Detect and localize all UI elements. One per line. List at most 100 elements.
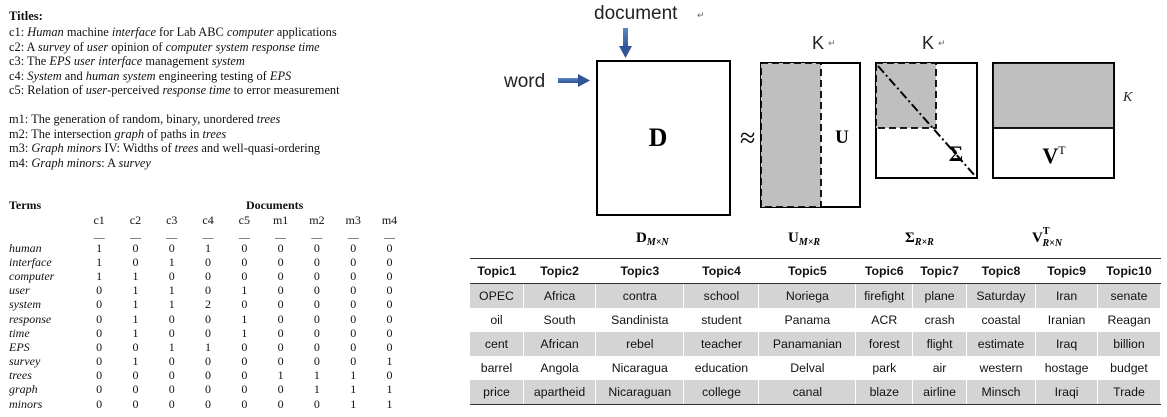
count-cell: 1 bbox=[96, 254, 103, 269]
count-cell: 0 bbox=[277, 297, 284, 312]
matrix-corner bbox=[9, 212, 81, 228]
title-id: c2: bbox=[9, 39, 25, 54]
count-cell: 0 bbox=[350, 240, 357, 255]
topic-word-cell: blaze bbox=[855, 380, 914, 405]
term-cell: EPS bbox=[9, 339, 30, 354]
doc-column-header: c4 bbox=[202, 212, 214, 227]
topic-word-cell: forest bbox=[855, 332, 914, 356]
title-text-part: The generation of random, binary, unorde… bbox=[28, 112, 257, 126]
count-cell: 0 bbox=[313, 354, 320, 369]
matrix-dash-row: __________________ bbox=[9, 228, 408, 241]
doc-column-header: c3 bbox=[166, 212, 178, 227]
count-cell: 0 bbox=[313, 297, 320, 312]
doc-column-header: c2 bbox=[129, 212, 142, 227]
count-cell: 0 bbox=[350, 283, 357, 298]
count-cell: 0 bbox=[386, 368, 393, 383]
topic-word-cell: Angola bbox=[523, 356, 597, 380]
topic-word-cell: Nicaraguan bbox=[595, 380, 685, 405]
count-cell: 0 bbox=[96, 368, 103, 383]
title-text-part: user bbox=[85, 83, 108, 97]
count-cell: 0 bbox=[132, 368, 139, 383]
title-text-part: user bbox=[86, 39, 109, 54]
count-cell: 1 bbox=[96, 240, 103, 255]
count-cell: 1 bbox=[241, 311, 248, 326]
caption-d: DM×N bbox=[636, 230, 669, 248]
topic-word-cell: air bbox=[912, 356, 967, 380]
sigma-matrix-label: Σ bbox=[949, 141, 963, 166]
topic-word-cell: African bbox=[523, 332, 597, 356]
count-cell: 0 bbox=[205, 354, 212, 369]
count-cell: 0 bbox=[132, 254, 139, 269]
count-cell: 0 bbox=[350, 297, 357, 312]
caption-u: UM×R bbox=[788, 230, 820, 248]
topic-word-cell: student bbox=[683, 308, 760, 332]
topic-word-cell: price bbox=[470, 380, 524, 405]
count-cell: 1 bbox=[241, 325, 248, 340]
count-cell: 0 bbox=[241, 240, 248, 255]
count-cell: 0 bbox=[277, 311, 284, 326]
caption-vt-sub: R×N bbox=[1042, 238, 1063, 249]
k-return-mark-2: ↵ bbox=[938, 38, 946, 48]
title-text-part: of bbox=[70, 39, 87, 54]
count-cell: 0 bbox=[386, 297, 393, 312]
count-cell: 0 bbox=[350, 339, 357, 354]
count-cell: 1 bbox=[96, 268, 103, 283]
topic-word-cell: OPEC bbox=[470, 283, 524, 308]
count-cell: 0 bbox=[96, 297, 103, 312]
topic-word-cell: estimate bbox=[966, 332, 1037, 356]
title-text-part: computer system response time bbox=[165, 39, 320, 54]
caption-u-base: U bbox=[788, 230, 799, 246]
count-cell: 0 bbox=[241, 268, 248, 283]
doc-column-dash: __ bbox=[238, 228, 250, 240]
title-text-part: : A bbox=[101, 155, 119, 170]
down-arrow-icon bbox=[619, 28, 632, 58]
doc-column-dash: __ bbox=[202, 228, 214, 240]
count-cell: 0 bbox=[168, 325, 175, 340]
count-cell: 0 bbox=[96, 396, 103, 411]
title-item: m1: The generation of random, binary, un… bbox=[9, 112, 320, 127]
count-cell: 0 bbox=[241, 297, 248, 312]
caption-d-base: D bbox=[636, 230, 647, 246]
u-shaded-region bbox=[760, 62, 822, 208]
title-text-part: Human bbox=[27, 25, 64, 39]
topic-word-cell: Iraq bbox=[1035, 332, 1098, 356]
title-text-part: trees bbox=[174, 141, 199, 155]
lsa-example-panel: Titles: c1: Human machine interface for … bbox=[0, 0, 460, 417]
title-text-part: interface bbox=[111, 25, 156, 39]
count-cell: 0 bbox=[350, 311, 357, 326]
title-item: m3: Graph minors IV: Widths of trees and… bbox=[9, 141, 320, 156]
count-cell: 0 bbox=[241, 368, 248, 383]
approx-sign: ≈ bbox=[740, 123, 755, 154]
title-text-part: human system bbox=[85, 68, 156, 83]
title-text-part: Relation of bbox=[24, 83, 86, 97]
topic-word-cell: Panama bbox=[758, 308, 857, 332]
k-label-u: K bbox=[812, 33, 824, 53]
count-cell: 0 bbox=[205, 382, 212, 397]
count-cell: 1 bbox=[277, 368, 284, 383]
vt-label-base: V bbox=[1042, 143, 1058, 168]
count-cell: 0 bbox=[96, 382, 103, 397]
sigma-diagonal bbox=[877, 65, 977, 178]
word-label: word bbox=[503, 71, 545, 92]
caption-vt-base: V bbox=[1032, 230, 1043, 246]
title-text-part: system bbox=[211, 54, 245, 68]
count-cell: 0 bbox=[168, 382, 175, 397]
count-cell: 0 bbox=[386, 254, 393, 269]
count-cell: 0 bbox=[96, 354, 103, 369]
count-cell: 1 bbox=[132, 325, 139, 340]
topic-header: Topic1 bbox=[470, 258, 524, 284]
right-arrow-icon bbox=[558, 74, 590, 87]
topic-header: Topic2 bbox=[523, 258, 596, 284]
title-text-part: trees bbox=[202, 126, 227, 141]
count-cell: 0 bbox=[168, 311, 175, 326]
count-cell: 0 bbox=[313, 339, 320, 354]
count-cell: 1 bbox=[386, 396, 393, 411]
title-id: m2: bbox=[9, 126, 29, 141]
doc-column-header: c1 bbox=[93, 212, 105, 227]
topic-word-cell: budget bbox=[1097, 356, 1162, 380]
